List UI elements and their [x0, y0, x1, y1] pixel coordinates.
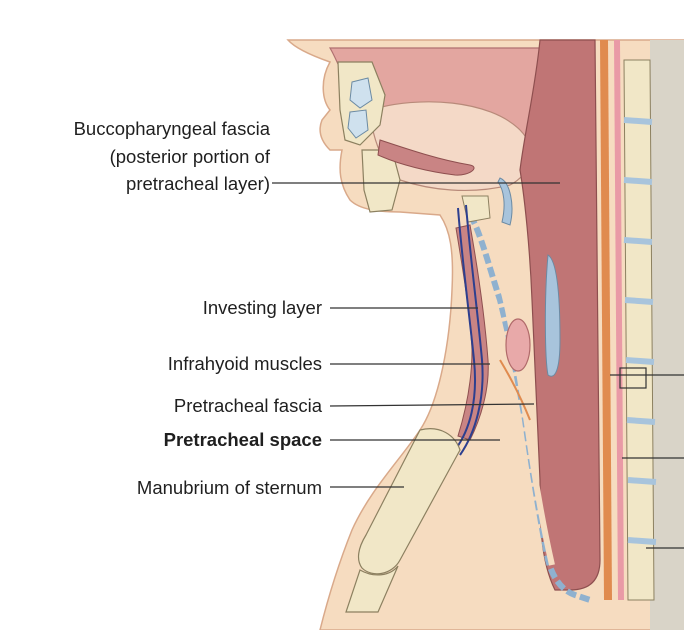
vertebral-bodies — [623, 59, 655, 601]
label-buccopharyngeal-line1: Buccopharyngeal fascia — [73, 118, 270, 139]
disc-2 — [623, 177, 653, 185]
teeth — [347, 77, 373, 139]
long-vessel — [544, 254, 561, 377]
label-manubrium-of-sternum: Manubrium of sternum — [136, 477, 322, 498]
disc-6 — [626, 417, 656, 425]
vertebral-column — [623, 40, 684, 630]
ansa-cervicalis — [454, 207, 476, 451]
spinal-cord — [650, 40, 684, 630]
disc-1 — [623, 117, 653, 125]
ansa-cervicalis-2 — [459, 204, 484, 456]
manubrium-bone — [357, 428, 461, 575]
disc-8 — [627, 537, 657, 545]
disc-3 — [623, 237, 653, 245]
sternum-body — [345, 565, 399, 613]
label-buccopharyngeal-line3: pretracheal layer) — [126, 173, 270, 194]
label-pretracheal-fascia: Pretracheal fascia — [173, 395, 322, 416]
disc-7 — [627, 477, 657, 485]
vertebra-bracket — [619, 367, 647, 389]
label-infrahyoid-muscles: Infrahyoid muscles — [167, 353, 322, 374]
airway — [479, 209, 555, 566]
label-pretracheal-space: Pretracheal space — [163, 429, 322, 450]
label-investing-layer: Investing layer — [202, 297, 322, 318]
disc-5 — [625, 357, 655, 365]
epiglottis — [497, 177, 513, 226]
leader-lines — [272, 182, 684, 549]
thyroid-gland — [505, 318, 531, 372]
pink-layer — [614, 40, 624, 600]
soft-palate — [377, 139, 475, 176]
pretracheal-fascia-line — [499, 359, 531, 421]
label-buccopharyngeal-line2: (posterior portion of — [109, 146, 270, 167]
leader-pretracheal-fascia — [329, 403, 535, 407]
prevertebral-fascia — [600, 40, 612, 600]
disc-4 — [624, 297, 654, 305]
